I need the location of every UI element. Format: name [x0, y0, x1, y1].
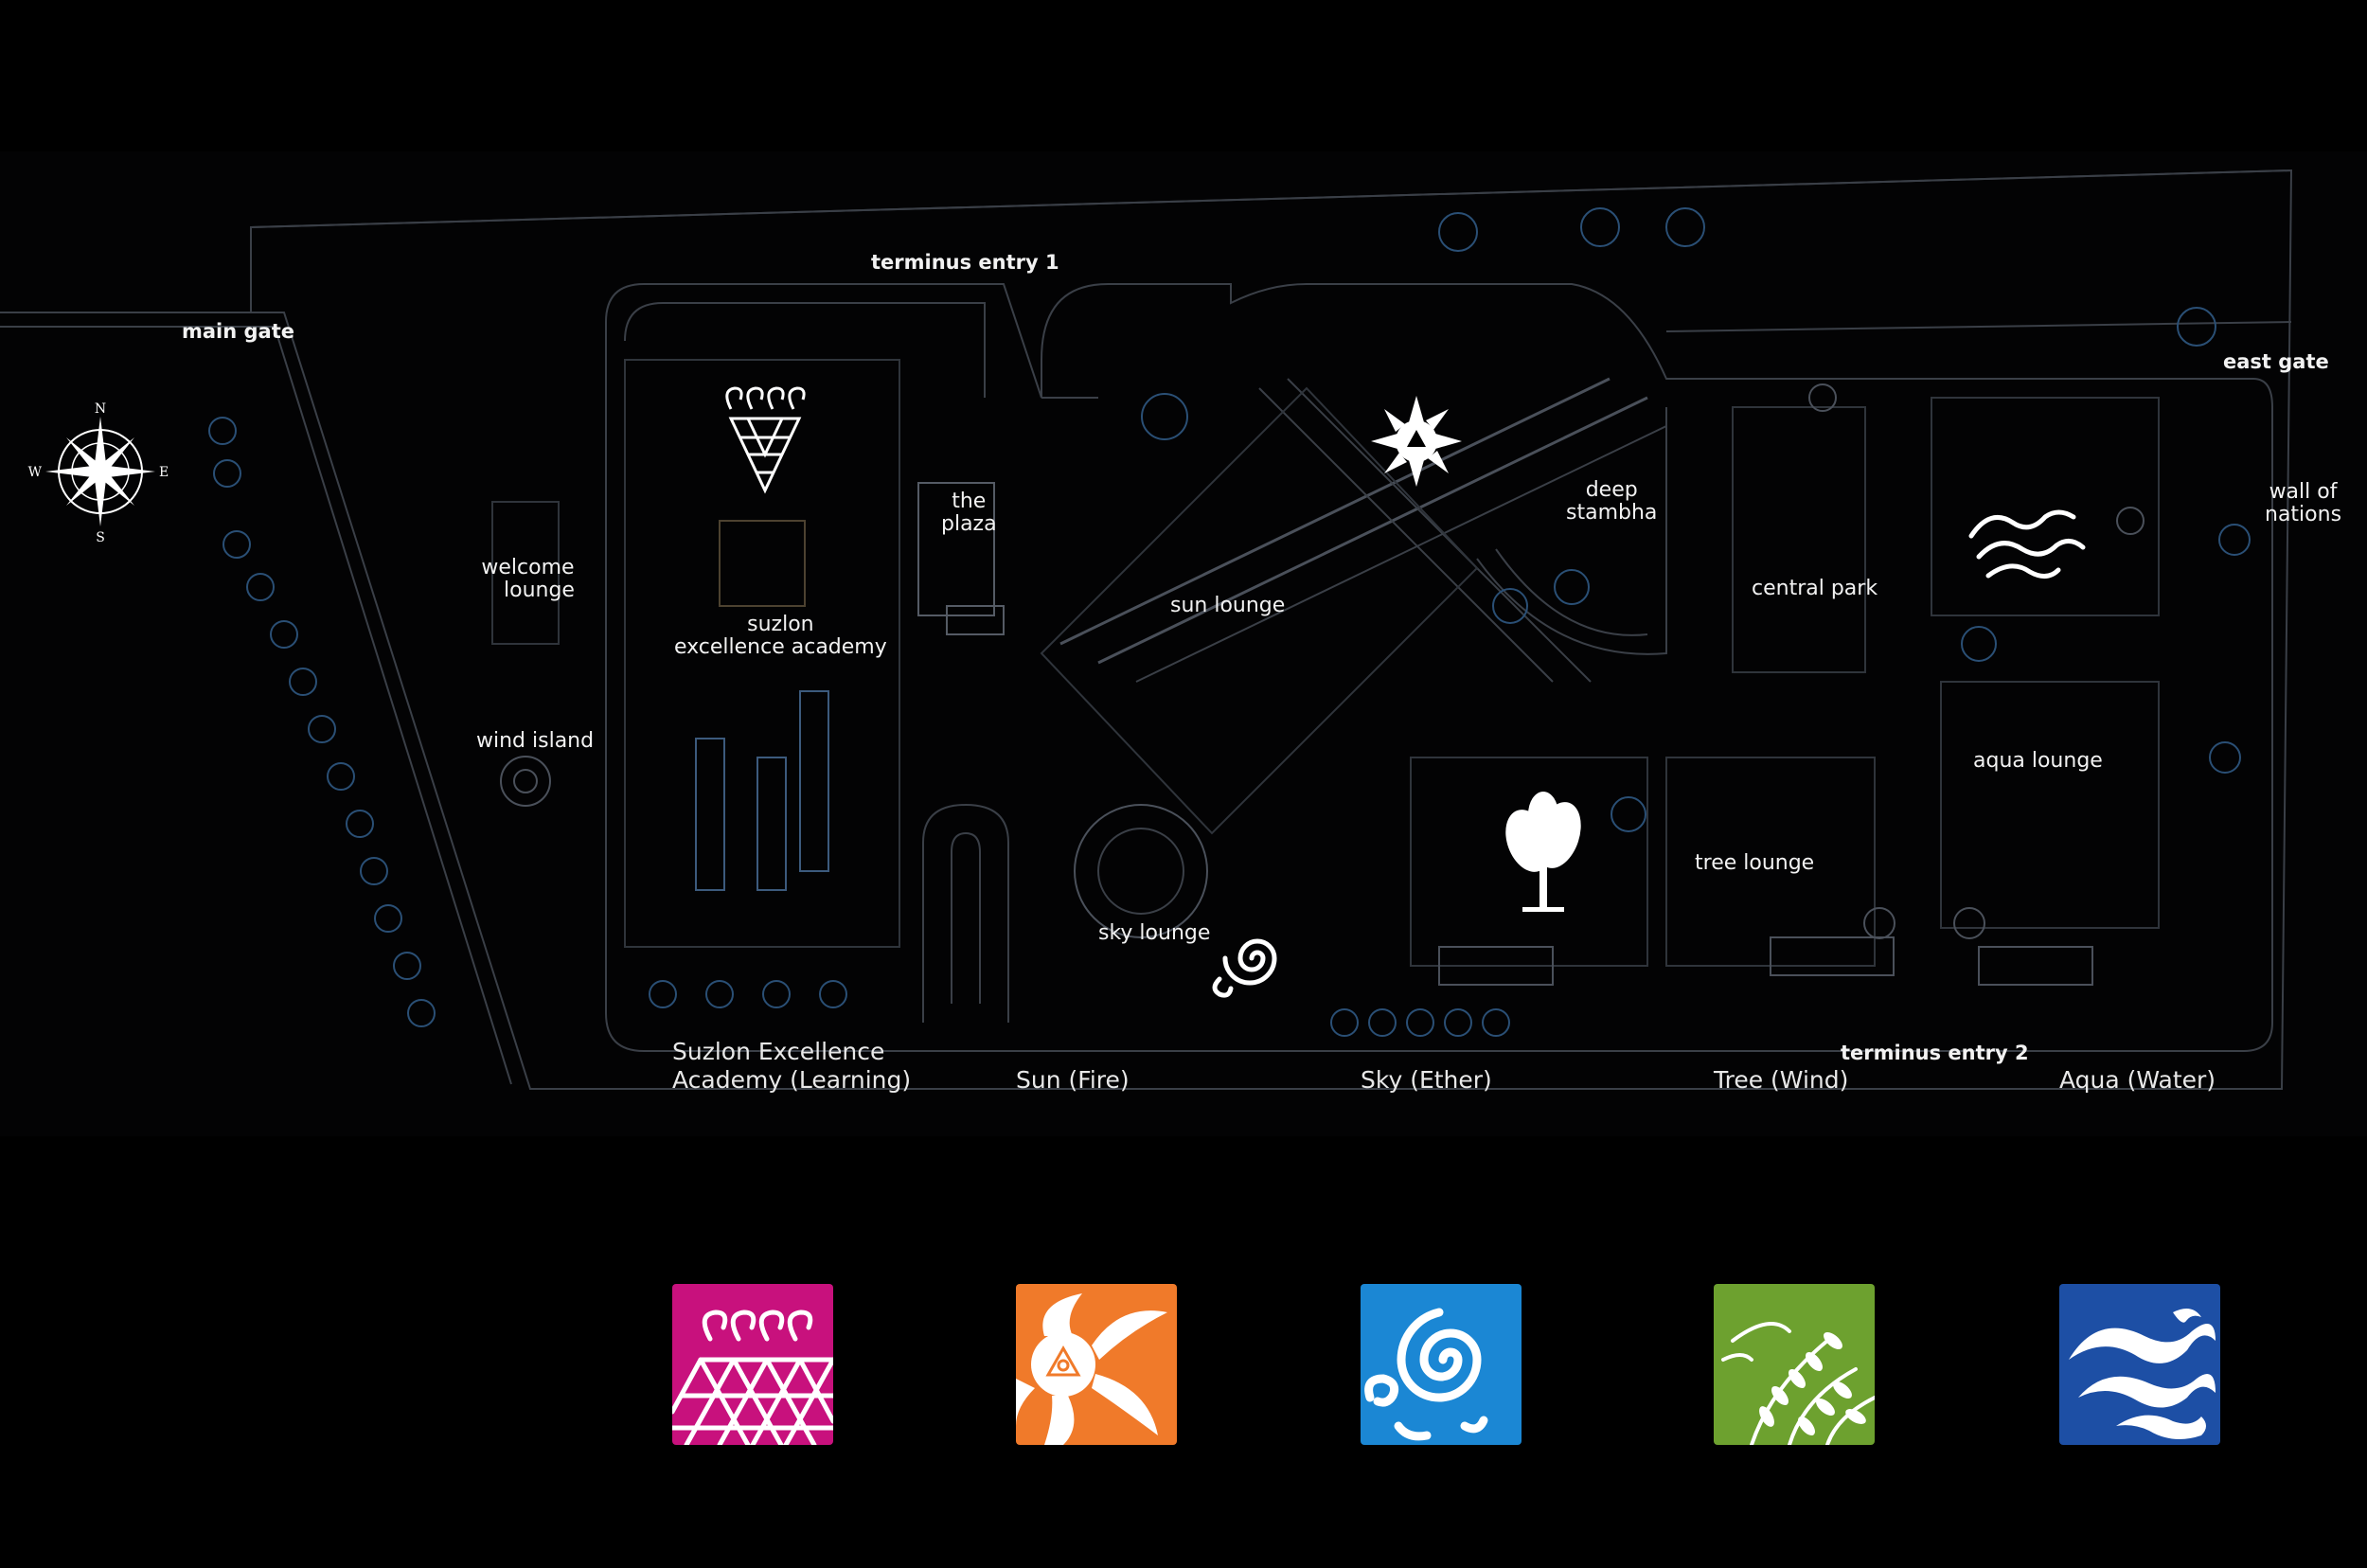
water-symbol-icon — [1968, 509, 2086, 579]
label-wind-island: wind island — [476, 729, 595, 753]
compass-north-label: N — [95, 401, 106, 417]
tree-symbol-icon — [1505, 792, 1581, 912]
sky-spiral-icon — [1361, 1284, 1522, 1445]
compass-east-label: E — [159, 465, 169, 480]
legend-title-line: Sky (Ether) — [1361, 1066, 1492, 1094]
water-wave-icon — [2059, 1284, 2220, 1445]
legend-title-line: Sun (Fire) — [1016, 1066, 1130, 1094]
sun-icon — [1016, 1284, 1177, 1445]
label-line: deep — [1585, 478, 1638, 502]
legend-title: Tree (Wind) — [1714, 1066, 1848, 1095]
legend-title: Aqua (Water) — [2059, 1066, 2216, 1095]
compass-rose-icon: N S E W — [28, 401, 169, 545]
label-line: plaza — [941, 512, 997, 536]
label-east-gate: east gate — [2223, 350, 2329, 373]
legend-title-line: Academy (Learning) — [672, 1066, 912, 1094]
label-line: welcome — [481, 556, 575, 579]
legend-title: Sun (Fire) — [1016, 1066, 1130, 1095]
label-excellence-academy: suzlon excellence academy — [674, 614, 887, 659]
label-line: nations — [2265, 503, 2342, 526]
label-line: excellence academy — [674, 635, 887, 659]
label-line: stambha — [1566, 501, 1658, 525]
label-line: suzlon — [747, 613, 814, 636]
legend-title-line: Tree (Wind) — [1714, 1066, 1849, 1094]
label-wall-of-nations: wall of nations — [2265, 481, 2341, 526]
label-main-gate: main gate — [182, 320, 294, 343]
label-terminus-entry-1: terminus entry 1 — [871, 251, 1059, 274]
legend-title: Sky (Ether) — [1361, 1066, 1492, 1095]
learning-symbol-icon — [725, 386, 806, 494]
label-tree-lounge: tree lounge — [1695, 851, 1815, 875]
legend-title: Suzlon Excellence Academy (Learning) — [672, 1038, 911, 1095]
label-welcome-lounge: welcome lounge — [481, 557, 575, 602]
label-line: lounge — [504, 579, 575, 602]
sky-symbol-icon — [1212, 938, 1277, 998]
compass-west-label: W — [28, 465, 43, 480]
label-aqua-lounge: aqua lounge — [1973, 749, 2103, 773]
compass-south-label: S — [96, 530, 105, 545]
tree-icon — [1714, 1284, 1875, 1445]
label-sun-lounge: sun lounge — [1170, 594, 1286, 617]
label-line: the — [952, 490, 987, 513]
label-deep-stambha: deep stambha — [1566, 479, 1657, 525]
learning-icon — [672, 1284, 833, 1445]
label-sky-lounge: sky lounge — [1098, 921, 1211, 945]
legend-title-line: Suzlon Excellence — [672, 1038, 885, 1065]
label-the-plaza: the plaza — [941, 490, 997, 536]
legend-title-line: Aqua (Water) — [2059, 1066, 2216, 1094]
label-line: wall of — [2269, 480, 2338, 504]
label-central-park: central park — [1752, 577, 1878, 600]
label-terminus-entry-2: terminus entry 2 — [1841, 1042, 2029, 1064]
sun-symbol-icon — [1371, 396, 1462, 487]
